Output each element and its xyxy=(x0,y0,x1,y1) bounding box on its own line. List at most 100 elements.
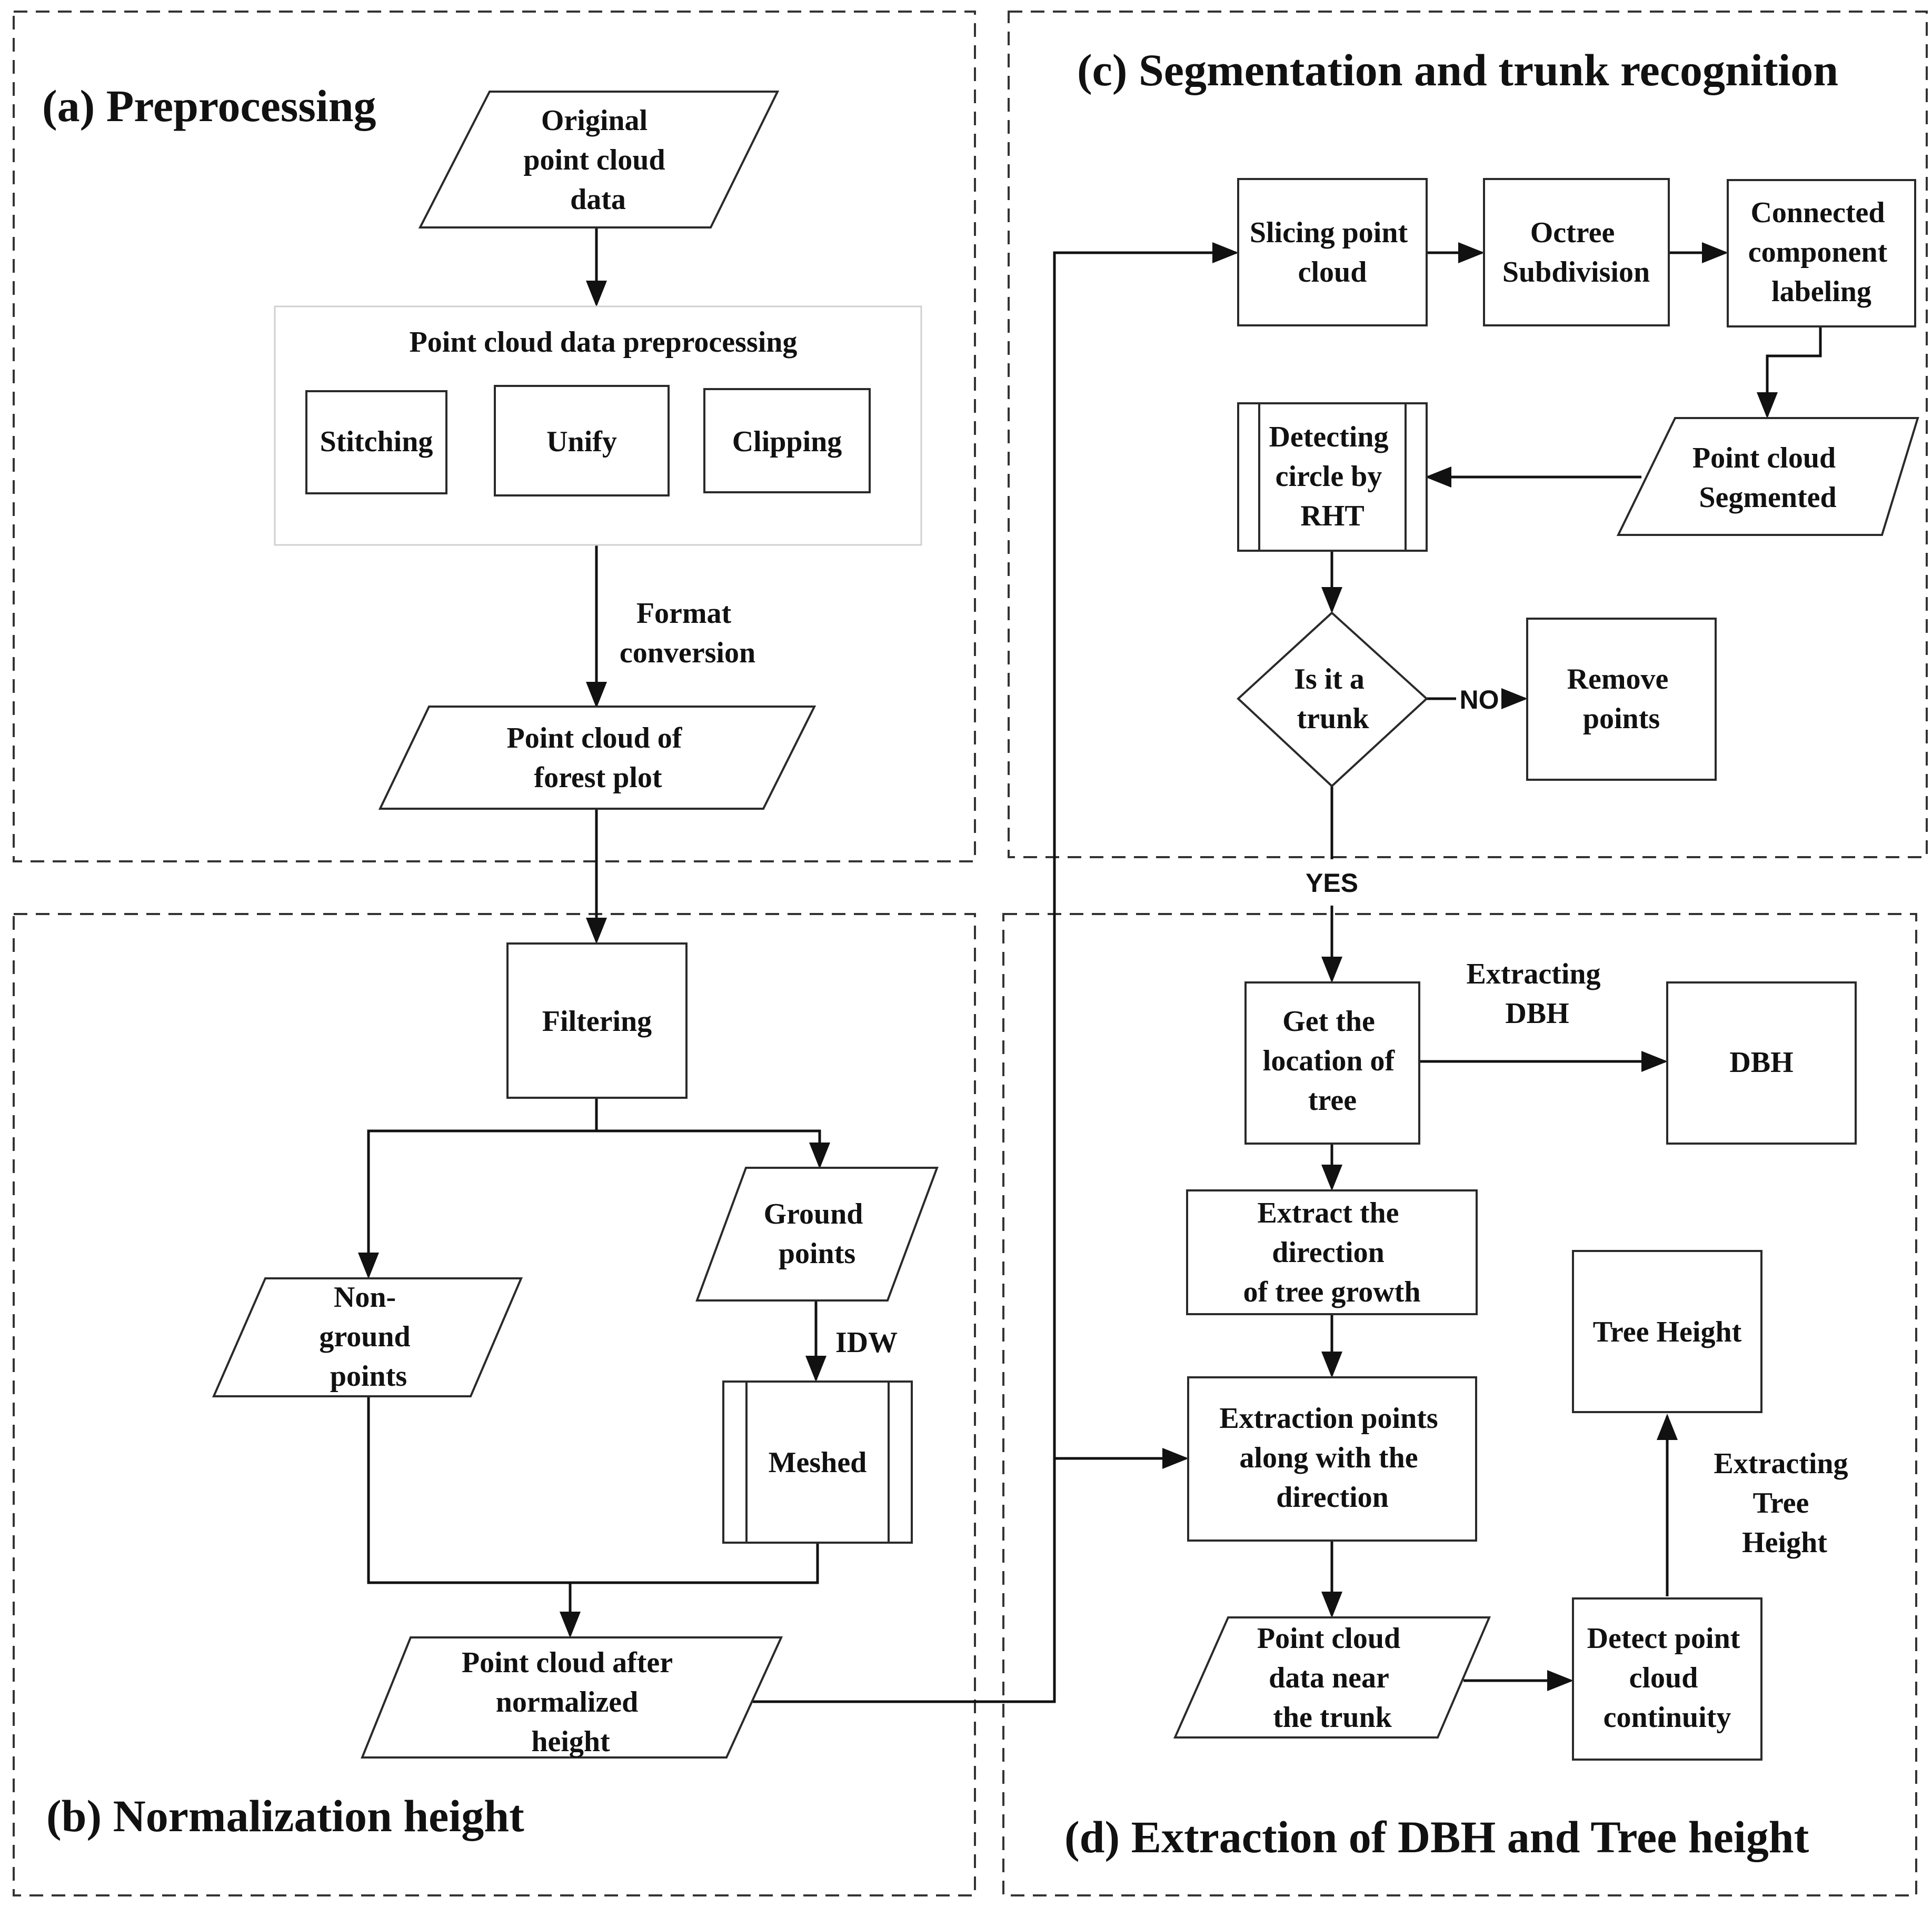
extracting-dbh-label-line: Extracting xyxy=(1466,958,1600,990)
is-trunk-label: Is it a trunk xyxy=(1294,663,1372,735)
growth-direction-label-line: direction xyxy=(1272,1236,1385,1269)
near-trunk-label-line: the trunk xyxy=(1273,1701,1392,1734)
octree-node xyxy=(1483,178,1670,326)
panel-c-frame xyxy=(1008,11,1928,858)
growth-direction-label-line: Extract the xyxy=(1257,1197,1399,1229)
near-trunk-label-line: Point cloud xyxy=(1257,1622,1400,1655)
original-point-cloud-node xyxy=(418,91,780,229)
normalized-height-label-line: height xyxy=(531,1725,610,1758)
extracting-tree-height-label-line: Extracting xyxy=(1714,1447,1848,1480)
non-ground-points-label: Non- ground points xyxy=(319,1281,417,1393)
near-trunk-label-line: data near xyxy=(1269,1662,1389,1694)
ground-points-label-line: points xyxy=(779,1237,855,1270)
edge-normalized-to-slicing xyxy=(753,242,1239,1703)
edge-connected-to-segmented xyxy=(1757,326,1822,419)
stitching-label: Stitching xyxy=(320,425,433,458)
panel-d-title: (d) Extraction of DBH and Tree height xyxy=(1064,1812,1809,1862)
panel-d-frame xyxy=(1002,913,1917,1896)
slicing-label-line: cloud xyxy=(1298,256,1367,289)
extraction-points-label-line: direction xyxy=(1276,1481,1389,1514)
edge-nonground-to-merge xyxy=(367,1396,819,1584)
extraction-points-label: Extraction points along with the directi… xyxy=(1219,1402,1445,1514)
connected-component-label: Connected component labeling xyxy=(1748,196,1895,308)
growth-direction-node xyxy=(1186,1189,1478,1315)
non-ground-points-label-line: ground xyxy=(319,1320,410,1353)
ground-points-label: Ground points xyxy=(764,1198,871,1270)
normalized-height-label-line: normalized xyxy=(496,1686,639,1719)
ground-points-label-line: Ground xyxy=(764,1198,863,1230)
format-conversion-label-line: conversion xyxy=(620,637,755,669)
tree-height-node xyxy=(1572,1250,1762,1413)
segmented-label-line: Point cloud xyxy=(1692,442,1836,474)
near-trunk-label: Point cloud data near the trunk xyxy=(1257,1622,1408,1734)
panel-a-title: (a) Preprocessing xyxy=(42,81,376,131)
segmented-node xyxy=(1616,417,1919,536)
detecting-circle-label-line: Detecting xyxy=(1269,421,1388,453)
filtering-label: Filtering xyxy=(542,1005,652,1038)
original-label-line: data xyxy=(570,183,626,216)
filtering-node xyxy=(506,942,688,1099)
edge-labels: Format conversion IDW NO YES Extracting … xyxy=(620,597,1855,1559)
no-label: NO xyxy=(1460,685,1499,714)
edge-filtering-to-ground xyxy=(596,1129,830,1169)
continuity-label-line: Detect point xyxy=(1587,1622,1740,1655)
slicing-label-line: Slicing point xyxy=(1250,216,1408,249)
forest-plot-label: Point cloud of forest plot xyxy=(507,722,690,794)
preprocessing-group-label: Point cloud data preprocessing xyxy=(410,326,798,359)
format-conversion-label: Format conversion xyxy=(620,597,755,669)
normalized-height-label: Point cloud after normalized height xyxy=(462,1646,680,1758)
original-label: Original point cloud data xyxy=(523,104,672,216)
segmented-label: Point cloud Segmented xyxy=(1692,442,1843,514)
non-ground-points-node xyxy=(212,1277,523,1397)
detecting-circle-label: Detecting circle by RHT xyxy=(1269,421,1396,532)
segmented-label-line: Segmented xyxy=(1699,481,1836,514)
extraction-points-node xyxy=(1187,1376,1477,1542)
forest-plot-node xyxy=(378,706,816,810)
panel-b-title: (b) Normalization height xyxy=(46,1791,524,1841)
normalized-height-label-line: Point cloud after xyxy=(462,1646,672,1679)
unify-node xyxy=(494,385,670,496)
node-labels: Original point cloud data Point cloud da… xyxy=(319,104,1895,1758)
ground-points-node xyxy=(695,1167,939,1302)
extracting-tree-height-label-line: Height xyxy=(1742,1526,1827,1559)
octree-label-line: Subdivision xyxy=(1502,256,1650,289)
connectors xyxy=(358,227,1822,1703)
tree-location-label: Get the location of tree xyxy=(1263,1005,1402,1117)
octree-label: Octree Subdivision xyxy=(1502,216,1650,289)
continuity-label-line: cloud xyxy=(1629,1662,1698,1694)
extracting-dbh-label-line: DBH xyxy=(1505,997,1569,1030)
octree-label-line: Octree xyxy=(1530,216,1615,249)
panel-a-frame xyxy=(13,11,976,862)
detecting-circle-label-line: circle by xyxy=(1276,460,1382,493)
dbh-label: DBH xyxy=(1729,1046,1793,1079)
extracting-tree-height-label: Extracting Tree Height xyxy=(1714,1447,1855,1559)
near-trunk-node xyxy=(1173,1616,1491,1739)
original-label-line: Original xyxy=(541,104,648,137)
is-trunk-decision xyxy=(1237,611,1428,788)
growth-direction-label-line: of tree growth xyxy=(1243,1276,1421,1308)
connected-component-label-line: component xyxy=(1748,236,1888,269)
is-trunk-label-line: Is it a xyxy=(1294,663,1365,696)
meshed-node xyxy=(722,1380,913,1544)
non-ground-points-label-line: Non- xyxy=(334,1281,396,1314)
forest-plot-label-line: Point cloud of xyxy=(507,722,683,754)
clipping-label: Clipping xyxy=(732,425,842,458)
tree-location-label-line: Get the xyxy=(1282,1005,1375,1038)
tree-location-label-line: location of xyxy=(1263,1045,1396,1077)
remove-points-node xyxy=(1526,618,1717,781)
extracting-tree-height-label-line: Tree xyxy=(1753,1487,1809,1519)
forest-plot-label-line: forest plot xyxy=(534,761,662,794)
edge-filtering-to-nonground xyxy=(358,1129,596,1279)
yes-label: YES xyxy=(1306,868,1358,898)
extraction-points-label-line: Extraction points xyxy=(1219,1402,1438,1435)
normalized-height-node xyxy=(361,1636,783,1759)
connected-component-node xyxy=(1727,179,1916,327)
extraction-points-label-line: along with the xyxy=(1239,1442,1418,1474)
detecting-circle-node xyxy=(1237,402,1428,552)
remove-points-label: Remove points xyxy=(1567,663,1676,735)
connected-component-label-line: Connected xyxy=(1750,196,1885,229)
connected-component-label-line: labeling xyxy=(1771,275,1871,308)
meshed-label: Meshed xyxy=(769,1446,867,1479)
unify-label: Unify xyxy=(546,425,617,458)
